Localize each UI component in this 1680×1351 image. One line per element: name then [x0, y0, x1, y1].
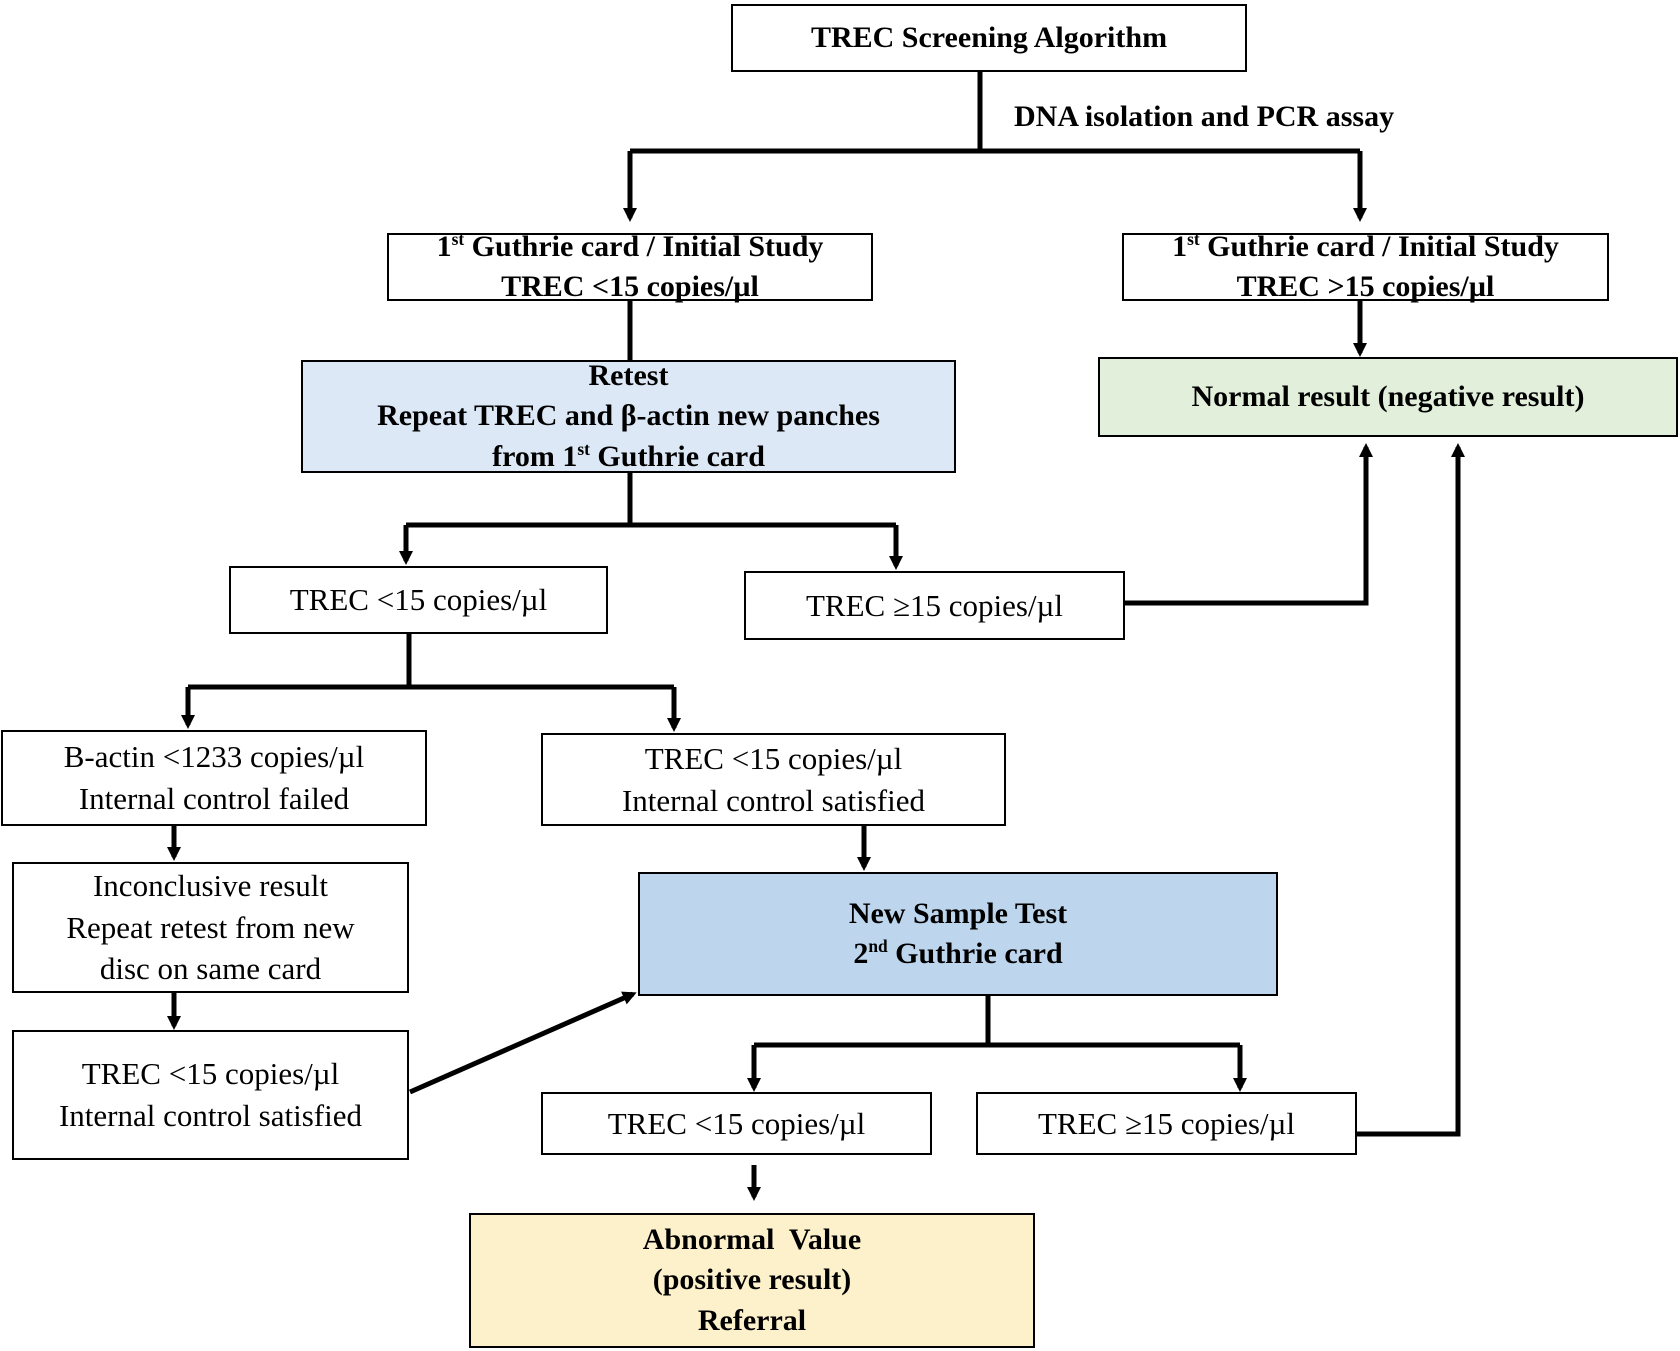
control-satisfied-line1: TREC <15 copies/µl: [644, 740, 903, 776]
abnormal-result-box: Abnormal Value (positive result) Referra…: [469, 1213, 1035, 1348]
bactin-fail-line1: B-actin <1233 copies/µl: [63, 739, 365, 775]
bactin-fail-line2: Internal control failed: [78, 781, 350, 816]
initial-study-low-line1: 1st Guthrie card / Initial Study: [436, 228, 824, 263]
connector-retest-low-split: [188, 634, 674, 690]
new-sample-line1: New Sample Test: [848, 896, 1068, 930]
retest-line3: from 1st Guthrie card: [492, 438, 765, 473]
control-satisfied-2-line1: TREC <15 copies/µl: [81, 1056, 340, 1092]
control-satisfied-box-2: TREC <15 copies/µl Internal control sati…: [12, 1030, 409, 1160]
initial-study-high-line2: TREC >15 copies/µl: [1236, 270, 1495, 303]
final-low-text: TREC <15 copies/µl: [607, 1105, 866, 1141]
final-high-box: TREC ≥15 copies/µl: [976, 1092, 1357, 1155]
bactin-fail-box: B-actin <1233 copies/µl Internal control…: [1, 730, 427, 826]
retest-box: Retest Repeat TREC and β-actin new panch…: [301, 359, 956, 473]
normal-result-text: Normal result (negative result): [1191, 379, 1585, 413]
control-satisfied-2-line2: Internal control satisfied: [58, 1098, 362, 1133]
new-sample-box: New Sample Test 2nd Guthrie card: [638, 872, 1278, 996]
retest-high-box: TREC ≥15 copies/µl: [744, 571, 1125, 640]
abnormal-line3: Referral: [697, 1303, 807, 1337]
connector-title-split: [630, 72, 1360, 154]
normal-result-box: Normal result (negative result): [1098, 357, 1678, 437]
edge-label-dna-pcr: DNA isolation and PCR assay: [1014, 100, 1395, 133]
connector-retest-split: [406, 473, 896, 528]
control-satisfied-line2: Internal control satisfied: [621, 782, 925, 818]
inconclusive-line1: Inconclusive result: [92, 868, 328, 904]
arrow-retest-high-to-normal: [1124, 443, 1373, 606]
title-text: TREC Screening Algorithm: [810, 20, 1168, 54]
retest-line2: Repeat TREC and β-actin new panches: [377, 399, 880, 433]
retest-line1: Retest: [588, 359, 669, 393]
arrow-control-ok-2-to-new-sample: [408, 991, 637, 1095]
final-low-box: TREC <15 copies/µl: [541, 1092, 932, 1155]
initial-study-low-line2: TREC <15 copies/µl: [501, 270, 759, 303]
new-sample-line2: 2nd Guthrie card: [853, 936, 1063, 970]
initial-study-high-box: 1st Guthrie card / Initial Study TREC >1…: [1122, 230, 1609, 303]
inconclusive-line2: Repeat retest from new: [66, 909, 355, 945]
control-satisfied-box: TREC <15 copies/µl Internal control sati…: [541, 733, 1006, 826]
abnormal-line1: Abnormal Value: [642, 1223, 862, 1257]
title-box: TREC Screening Algorithm: [731, 4, 1247, 72]
arrow-final-high-to-normal: [1356, 443, 1465, 1137]
initial-study-low-box: 1st Guthrie card / Initial Study TREC <1…: [387, 230, 873, 303]
retest-high-text: TREC ≥15 copies/µl: [805, 587, 1064, 623]
inconclusive-box: Inconclusive result Repeat retest from n…: [12, 862, 409, 993]
retest-low-text: TREC <15 copies/µl: [289, 582, 548, 618]
abnormal-line2: (positive result): [652, 1263, 852, 1297]
final-high-text: TREC ≥15 copies/µl: [1037, 1105, 1296, 1141]
inconclusive-line3: disc on same card: [99, 951, 322, 987]
initial-study-high-line1: 1st Guthrie card / Initial Study: [1172, 228, 1559, 263]
retest-low-box: TREC <15 copies/µl: [229, 566, 608, 634]
connector-new-sample-split: [754, 995, 1240, 1048]
